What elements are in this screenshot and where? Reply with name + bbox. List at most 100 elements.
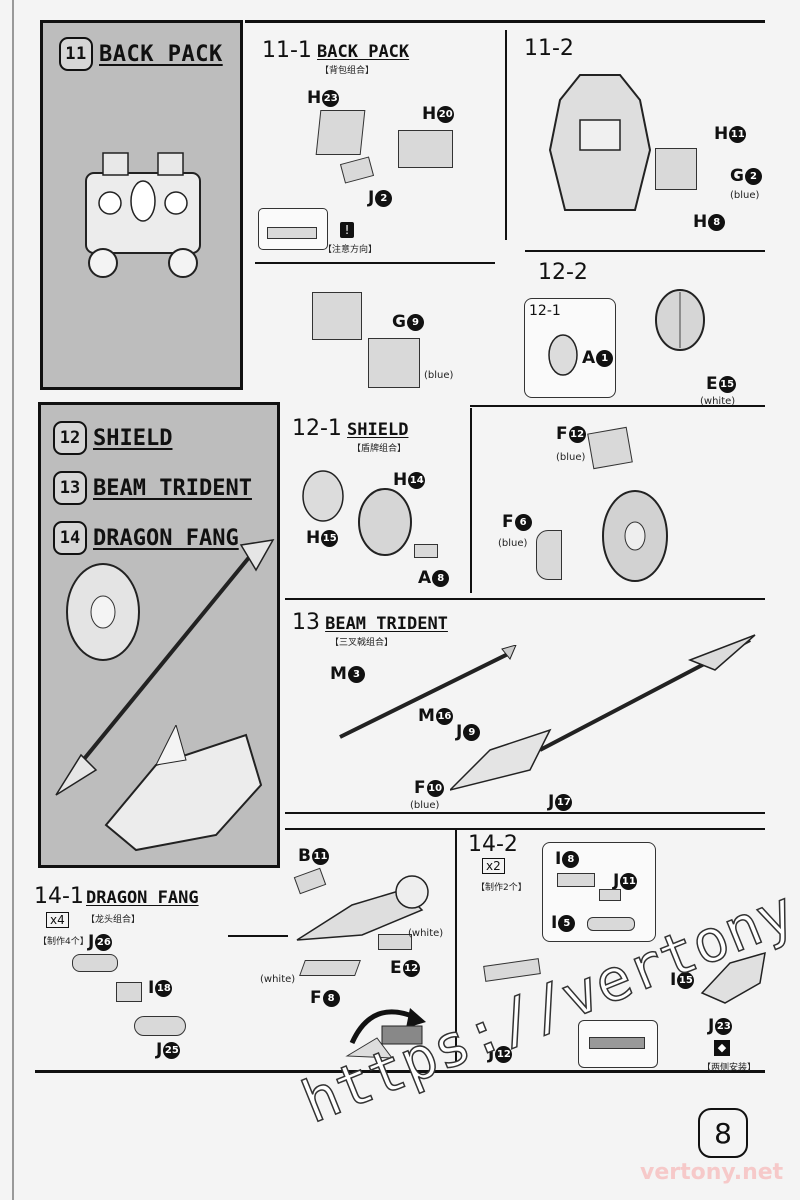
part-J26-shape — [72, 954, 118, 972]
step-11-1-cn-subtitle: 【背包组合】 — [320, 66, 375, 76]
section-12-number: 12 — [53, 421, 87, 455]
part-G9-shape — [368, 338, 420, 388]
part-I5-shape — [587, 917, 635, 931]
backpack-shell-shape — [312, 292, 362, 340]
section-11-number: 11 — [59, 37, 93, 71]
step-12-1-header: 12-1 SHIELD 【盾牌组合】 — [292, 416, 408, 454]
part-G9-color: (blue) — [424, 370, 454, 381]
part-F10-color: (blue) — [410, 800, 440, 811]
dragon-fang-final-shape — [700, 951, 766, 1004]
part-F6-shape — [536, 530, 562, 580]
step-11-1-number: 11-1 — [262, 38, 312, 63]
step-13-cn-subtitle: 【三叉戟组合】 — [330, 638, 394, 648]
section-list: 12 SHIELD 13 BEAM TRIDENT 14 DRAGON FANG — [53, 421, 252, 571]
connector-inset — [578, 1020, 658, 1068]
step-13-number: 13 — [292, 610, 320, 635]
page-number: 8 — [698, 1108, 748, 1158]
step-12-2-inset-label: 12-1 — [529, 303, 561, 319]
caution-label: 【注意方向】 — [323, 245, 378, 255]
shield-back-shape — [302, 470, 344, 522]
section-12-title: SHIELD — [93, 425, 173, 451]
orientation-part-shape — [267, 227, 317, 239]
step-12-2-number: 12-2 — [538, 260, 588, 285]
shield-illustration — [66, 563, 140, 661]
inset-shield-shape — [548, 334, 578, 376]
step-14-2-multiplier: x2 — [482, 858, 505, 874]
dragon-fang-illustration — [104, 725, 263, 852]
step-11-divider — [255, 262, 495, 264]
part-E12-color: (white) — [408, 928, 444, 939]
section-11-heading: 11 BACK PACK — [59, 37, 223, 71]
step-12-1-number: 12-1 — [292, 416, 342, 441]
step-14-1-title: DRAGON FANG — [86, 888, 199, 908]
part-F12-color: (blue) — [556, 452, 586, 463]
step-13-top-border — [285, 598, 765, 600]
part-F6-color: (blue) — [498, 538, 528, 549]
step-14-1-multiplier-cn: 【制作4个】 — [38, 937, 89, 947]
part-J11-shape — [599, 889, 621, 901]
shield-disc-small — [655, 289, 705, 351]
part-F8-color: (white) — [260, 974, 296, 985]
binding-edge — [12, 0, 14, 1200]
backpack-part-shape — [655, 148, 697, 190]
step-11-1-title: BACK PACK — [317, 42, 410, 62]
step-14-1-number: 14-1 — [34, 884, 84, 909]
step-14-1-right-border — [455, 830, 457, 1065]
part-A8-shape — [414, 544, 438, 558]
trident-illustration — [55, 539, 275, 796]
rotate-arrow-icon — [345, 1008, 426, 1059]
backpack-overview-panel: 11 BACK PACK — [40, 20, 243, 390]
trident-shaft-shape — [339, 645, 517, 739]
section-14-title: DRAGON FANG — [93, 525, 239, 551]
step-12-1-right-border — [470, 408, 472, 593]
part-I18-shape — [116, 982, 142, 1002]
step-14-1-divider — [228, 935, 288, 937]
section-13-heading: 13 BEAM TRIDENT — [53, 471, 252, 505]
step-13-title: BEAM TRIDENT — [325, 614, 448, 634]
weapons-overview-panel: 12 SHIELD 13 BEAM TRIDENT 14 DRAGON FANG — [38, 402, 280, 868]
step-12-2-top-border — [525, 250, 765, 252]
part-F12-shape — [587, 426, 633, 470]
section-13-number: 13 — [53, 471, 87, 505]
step-14-1-multiplier: x4 — [46, 912, 69, 928]
part-H20-shape — [398, 130, 453, 168]
step-12-2-inset: 12-1 — [524, 298, 616, 398]
backpack-illustration — [85, 152, 201, 278]
part-H23-shape — [315, 110, 366, 155]
step-13-bottom-border — [285, 812, 765, 814]
part-G2-color: (blue) — [730, 190, 760, 201]
section-14-number: 14 — [53, 521, 87, 555]
brand-watermark: vertony.net — [640, 1160, 784, 1185]
step-12-1-cn-subtitle: 【盾牌组合】 — [352, 444, 407, 454]
section-13-title: BEAM TRIDENT — [93, 475, 252, 501]
torso-illustration — [548, 74, 652, 211]
shield-front-shape — [358, 488, 412, 556]
part-I8-shape — [557, 873, 595, 887]
bottom-rule — [35, 1070, 765, 1073]
